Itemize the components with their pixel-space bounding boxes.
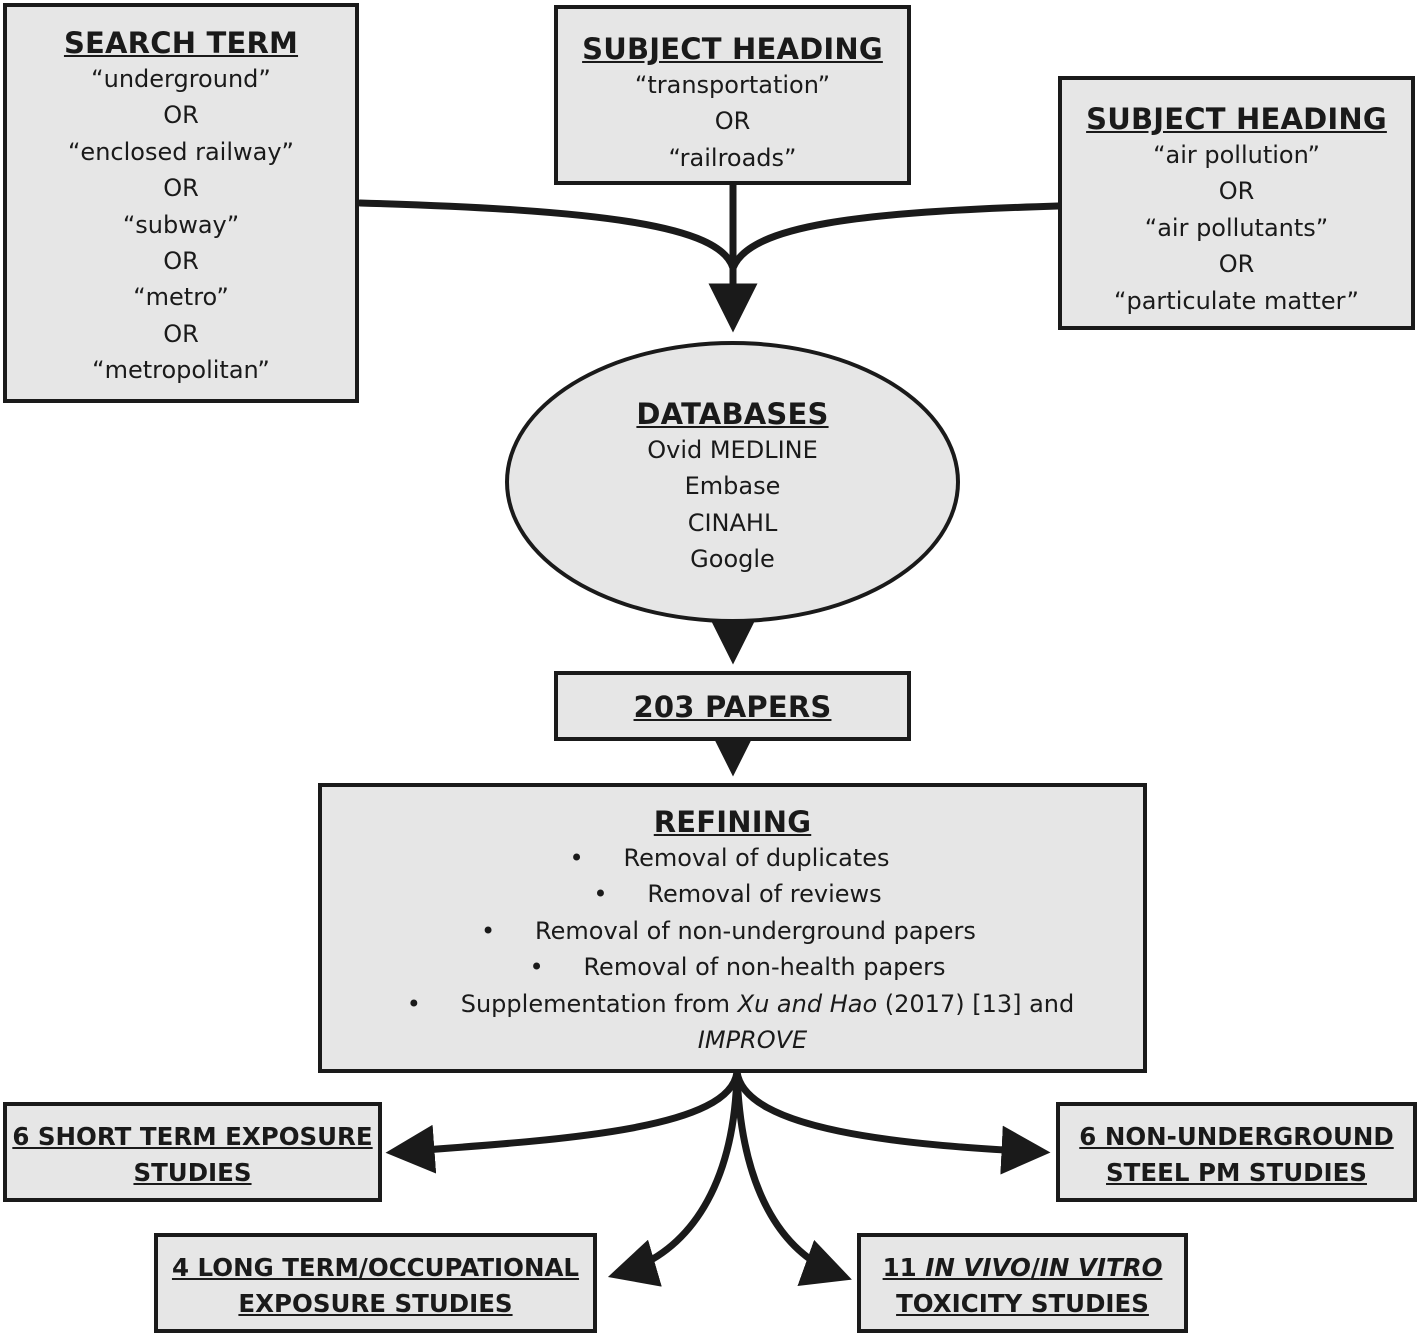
outcome-label: STEEL PM STUDIES	[1106, 1158, 1367, 1187]
connector-search-term	[356, 199, 737, 272]
subject-heading-pollution-box: SUBJECT HEADING “air pollution” OR “air …	[1058, 76, 1415, 330]
refining-item: •Removal of reviews	[322, 876, 1143, 912]
bullet-icon: •	[481, 916, 496, 945]
outcome-label: TOXICITY STUDIES	[896, 1289, 1149, 1318]
bullet-icon: •	[406, 989, 421, 1018]
arrow-to-short-term	[385, 1068, 741, 1174]
arrow-to-long-term	[607, 1068, 741, 1287]
bullet-icon: •	[593, 880, 608, 909]
search-term-line: OR	[163, 247, 199, 276]
search-term-line: OR	[163, 319, 199, 348]
long-term-occupational-box: 4 LONG TERM/OCCUPATIONAL EXPOSURE STUDIE…	[154, 1233, 597, 1333]
subject-heading-line: OR	[1218, 177, 1255, 206]
subject-heading-line: “transportation”	[634, 71, 831, 99]
search-term-line: “metropolitan”	[92, 356, 270, 385]
search-term-title: SEARCH TERM	[63, 26, 299, 60]
database-item: Embase	[684, 472, 781, 501]
databases-title: DATABASES	[636, 397, 829, 431]
database-item: CINAHL	[687, 508, 778, 537]
refining-item-continued: IMPROVE	[697, 1026, 808, 1055]
search-term-box: SEARCH TERM “underground” OR “enclosed r…	[3, 3, 359, 403]
databases-ellipse: DATABASES Ovid MEDLINE Embase CINAHL Goo…	[505, 341, 960, 623]
short-term-exposure-box: 6 SHORT TERM EXPOSURE STUDIES	[3, 1102, 382, 1202]
subject-heading-transport-box: SUBJECT HEADING “transportation” OR “rai…	[554, 5, 911, 185]
outcome-label: 11 IN VIVO/IN VITRO	[882, 1253, 1163, 1282]
search-term-line: “subway”	[122, 210, 240, 239]
refining-title: REFINING	[653, 805, 812, 839]
subject-heading-line: OR	[1218, 250, 1255, 279]
database-item: Ovid MEDLINE	[647, 436, 818, 464]
arrow-to-toxicity	[733, 1068, 852, 1286]
outcome-label: 4 LONG TERM/OCCUPATIONAL	[171, 1253, 580, 1282]
connector-subject-heading-right	[729, 202, 1062, 272]
search-term-line: “underground”	[91, 65, 271, 93]
non-underground-steel-box: 6 NON-UNDERGROUND STEEL PM STUDIES	[1056, 1102, 1417, 1202]
database-item: Google	[690, 545, 775, 574]
papers-count-label: 203 PAPERS	[633, 690, 832, 724]
search-term-line: OR	[163, 174, 199, 203]
subject-heading-line: “air pollutants”	[1144, 213, 1329, 242]
outcome-label: 6 SHORT TERM EXPOSURE	[12, 1122, 373, 1151]
refining-item: •Removal of non-underground papers	[322, 913, 1143, 949]
arrow-to-non-underground	[733, 1068, 1051, 1175]
bullet-icon: •	[529, 953, 544, 982]
subject-heading-line: “railroads”	[668, 143, 797, 172]
bullet-icon: •	[569, 844, 584, 872]
subject-heading-line: “air pollution”	[1153, 141, 1320, 169]
subject-heading-line: “particulate matter”	[1114, 286, 1359, 315]
refining-item: •Removal of non-health papers	[322, 949, 1143, 985]
subject-heading-title: SUBJECT HEADING	[582, 32, 883, 66]
subject-heading-line: OR	[714, 107, 751, 136]
outcome-label: EXPOSURE STUDIES	[238, 1289, 513, 1318]
refining-box: REFINING •Removal of duplicates •Removal…	[318, 783, 1147, 1073]
subject-heading-title: SUBJECT HEADING	[1086, 102, 1387, 136]
refining-item: •Removal of duplicates	[322, 840, 1143, 876]
refining-item: •Supplementation from Xu and Hao (2017) …	[322, 986, 1143, 1022]
search-term-line: OR	[163, 101, 199, 130]
outcome-label: STUDIES	[133, 1158, 252, 1187]
search-term-line: “metro”	[133, 283, 229, 312]
toxicity-studies-box: 11 IN VIVO/IN VITRO TOXICITY STUDIES	[857, 1233, 1188, 1333]
outcome-label: 6 NON-UNDERGROUND	[1079, 1122, 1394, 1151]
papers-count-box: 203 PAPERS	[554, 671, 911, 741]
search-term-line: “enclosed railway”	[68, 137, 294, 166]
